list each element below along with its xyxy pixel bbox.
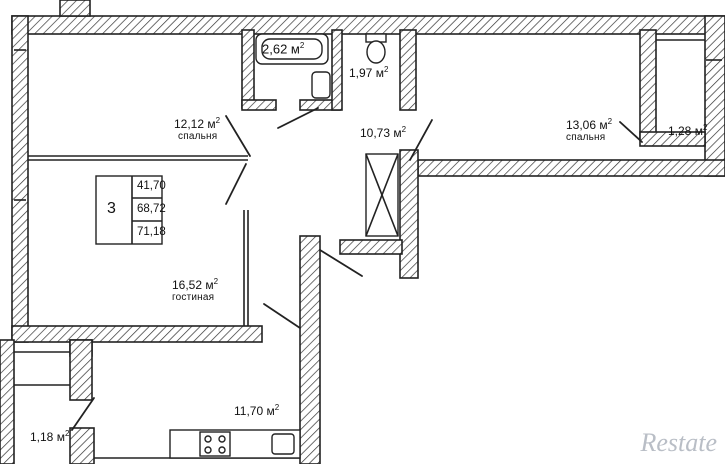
outer-wall-right-top <box>704 15 725 177</box>
door-loggia <box>71 397 95 431</box>
room-name-bedroom-1: спальня <box>178 131 218 142</box>
room-area-kitchen: 11,70 м2 <box>234 403 280 418</box>
wall-corridor-right <box>399 149 419 279</box>
room-area-loggia: 1,18 м2 <box>30 429 70 444</box>
outer-wall-top <box>11 15 725 35</box>
wall-closet-right <box>339 239 403 255</box>
wall-bath-wc <box>331 29 343 111</box>
burner-3 <box>204 446 212 454</box>
room-area-bathroom: 2,62 м2 <box>262 41 305 57</box>
outer-wall-left <box>11 15 29 343</box>
door-bath <box>277 107 319 129</box>
kitchen-sink <box>271 433 295 455</box>
wall-bath-bottom-a <box>241 99 277 111</box>
room-area-wc: 1,97 м2 <box>349 65 389 80</box>
burner-4 <box>218 446 226 454</box>
burner-1 <box>204 435 212 443</box>
room-area-corridor: 10,73 м2 <box>360 125 407 140</box>
summary-total-with-balcony: 71,18 <box>137 226 166 238</box>
summary-rooms-count: 3 <box>107 200 116 217</box>
room-area-balcony: 1,28 м2 <box>668 123 708 138</box>
summary-living-area: 41,70 <box>137 180 166 192</box>
burner-2 <box>218 435 226 443</box>
top-left-stub <box>59 0 91 17</box>
wall-loggia-left <box>69 339 93 401</box>
door-balcony <box>619 121 643 143</box>
wall-loggia-bottom <box>69 427 95 464</box>
room-area-bedroom-2: 13,06 м2 <box>566 117 613 132</box>
door-living <box>225 163 247 205</box>
wall-living-bottom <box>11 325 263 343</box>
wall-left-loggia <box>0 339 15 464</box>
bath-sink <box>311 71 331 99</box>
room-name-bedroom-2: спальня <box>566 132 606 143</box>
door-bedroom <box>225 115 251 157</box>
shaft-x2 <box>365 153 399 237</box>
summary-total-area: 68,72 <box>137 203 166 215</box>
door-bedroom2 <box>409 119 433 161</box>
room-area-bedroom-1: 12,12 м2 <box>174 116 221 131</box>
room-area-living: 16,52 м2 <box>172 277 219 292</box>
door-kitchen <box>263 303 301 329</box>
wall-wc-right <box>399 29 417 111</box>
outer-wall-right-step <box>417 159 725 177</box>
door-closet <box>319 249 363 277</box>
wall-kitchen-left <box>299 235 321 464</box>
wall-balcony-right-top <box>639 29 657 141</box>
room-name-living: гостиная <box>172 292 215 303</box>
watermark-logo: Restate <box>640 428 717 457</box>
wall-bath-left <box>241 29 255 109</box>
stove <box>199 431 231 457</box>
bathtub-inner <box>261 38 323 60</box>
summary-box <box>95 175 163 245</box>
toilet-bowl <box>366 40 386 64</box>
